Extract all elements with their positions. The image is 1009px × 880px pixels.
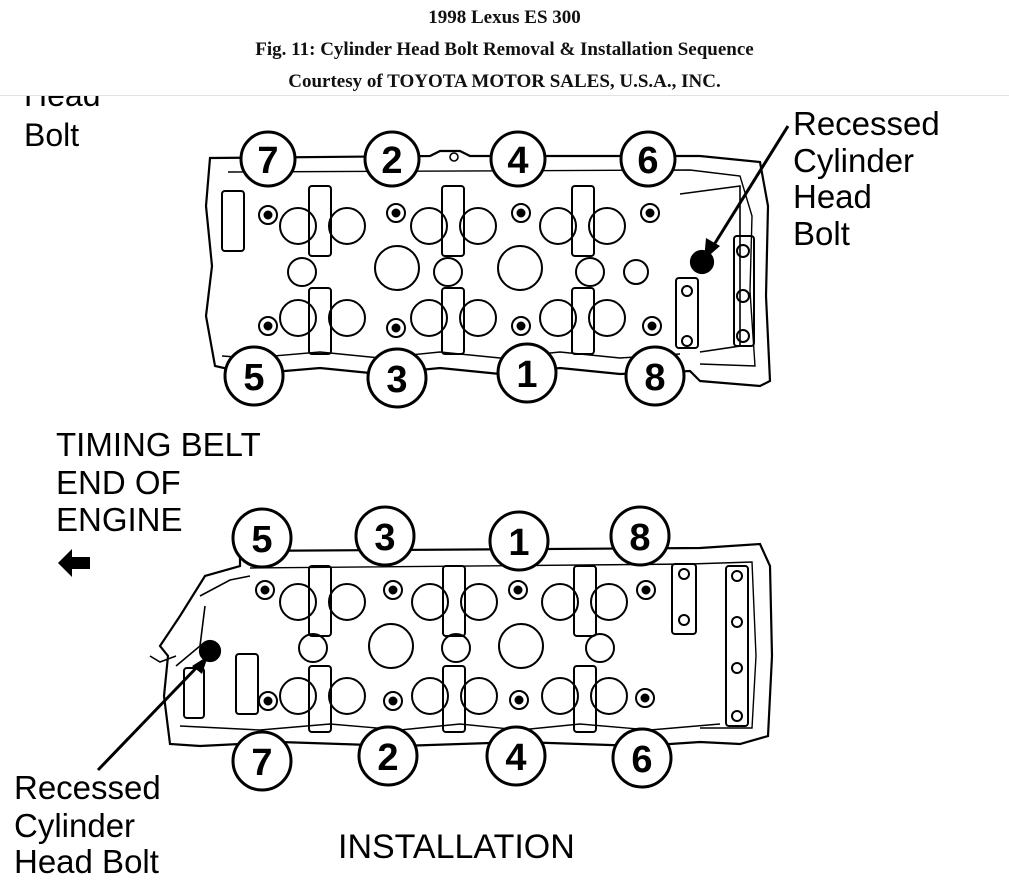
top-seq-label: 6 [637,140,658,182]
installation-caption: INSTALLATION [338,828,575,866]
bottom-recessed-arrow-line [96,662,202,772]
bottom-seq-label: 1 [508,522,529,564]
top-head-camshaft-upper [279,185,626,257]
recessed-label-bottom: Cylinder [14,807,135,844]
bottom-seq-label: 2 [377,737,398,779]
partial-label-head: Head [24,96,101,113]
bottom-seq-label: 3 [374,517,395,559]
top-cylinder-head [204,125,790,388]
courtesy-line: Courtesy of TOYOTA MOTOR SALES, U.S.A., … [288,71,721,92]
bottom-head-bolts [255,580,656,711]
bottom-cylinder-head [96,542,774,772]
top-seq-label: 1 [516,354,537,396]
top-seq-label: 4 [507,140,528,182]
timing-belt-label: END OF [56,464,181,501]
top-head-bolts [258,203,662,338]
figure-header: 1998 Lexus ES 300 Fig. 11: Cylinder Head… [0,0,1009,96]
bottom-recessed-arrowhead [192,656,208,674]
recessed-label-top: Head [793,178,872,215]
top-head-camshaft-lower [279,287,626,355]
bottom-head-sequence-bottom [231,725,673,792]
bottom-seq-label: 8 [629,517,650,559]
recessed-label-bottom: Head Bolt [14,843,159,880]
top-head-sequence-bottom [223,342,686,409]
bottom-recessed-bolt-marker [198,639,222,663]
left-arrow-icon [58,549,90,577]
bottom-seq-label: 7 [251,742,272,784]
top-seq-label: 2 [381,140,402,182]
bottom-head-sequence-top [231,505,671,572]
top-seq-label: 5 [243,357,264,399]
top-head-outline [204,149,772,388]
timing-belt-label: TIMING BELT [56,426,261,463]
bolt-sequence-diagram: 7 2 4 6 5 3 1 8 Head Bolt Recessed Cylin… [14,96,940,880]
recessed-label-top: Cylinder [793,142,914,179]
figure-title: Fig. 11: Cylinder Head Bolt Removal & In… [255,39,754,60]
top-head-center-ports [287,245,649,291]
bottom-seq-label: 5 [251,519,272,561]
partial-label-bolt: Bolt [24,117,79,153]
recessed-label-top: Bolt [793,215,850,252]
top-recessed-arrowhead [704,238,720,260]
bottom-head-camshaft-upper [279,565,628,637]
bottom-head-camshaft-lower [279,665,628,733]
bottom-head-center-ports [298,623,615,669]
bottom-seq-label: 4 [505,737,526,779]
top-seq-label: 3 [386,359,407,401]
timing-belt-label: ENGINE [56,501,183,538]
top-seq-label: 7 [257,140,278,182]
vehicle-title: 1998 Lexus ES 300 [428,7,581,28]
top-head-end-caps [221,190,755,349]
bottom-head-end-caps [183,563,749,727]
top-head-sequence-top [239,130,677,188]
recessed-label-bottom: Recessed [14,769,161,806]
recessed-label-top: Recessed [793,105,940,142]
bottom-seq-label: 6 [631,739,652,781]
top-recessed-arrow-line [710,125,790,249]
top-seq-label: 8 [644,357,665,399]
